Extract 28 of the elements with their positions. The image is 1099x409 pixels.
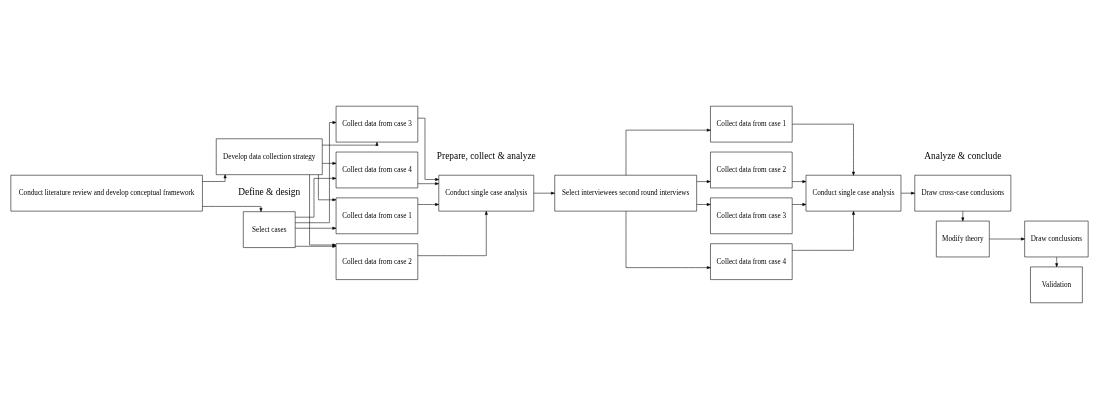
arrow [295,121,337,223]
arrow [202,206,263,212]
arrow [900,191,915,195]
arrow [961,211,965,222]
arrow [322,141,379,146]
arrow [625,128,711,176]
arrow [625,210,711,270]
arrow [417,182,439,186]
label: Analyze & conclude [924,151,1002,161]
arrow [318,174,337,202]
arrow [417,117,439,181]
arrow [295,226,337,230]
arrow [792,211,855,251]
arrow [696,203,711,206]
arrow [533,191,555,195]
arrow [989,237,1025,241]
arrow [792,123,855,176]
arrow [322,161,337,165]
arrow [417,210,488,256]
arrow [295,176,337,218]
arrow [792,180,807,183]
label: Prepare, collect & analyze [436,151,536,161]
arrow [202,174,227,182]
arrow [1055,256,1059,268]
label: Define & design [238,187,301,198]
arrow [696,180,711,183]
arrow [417,203,439,206]
arrow [792,203,807,206]
